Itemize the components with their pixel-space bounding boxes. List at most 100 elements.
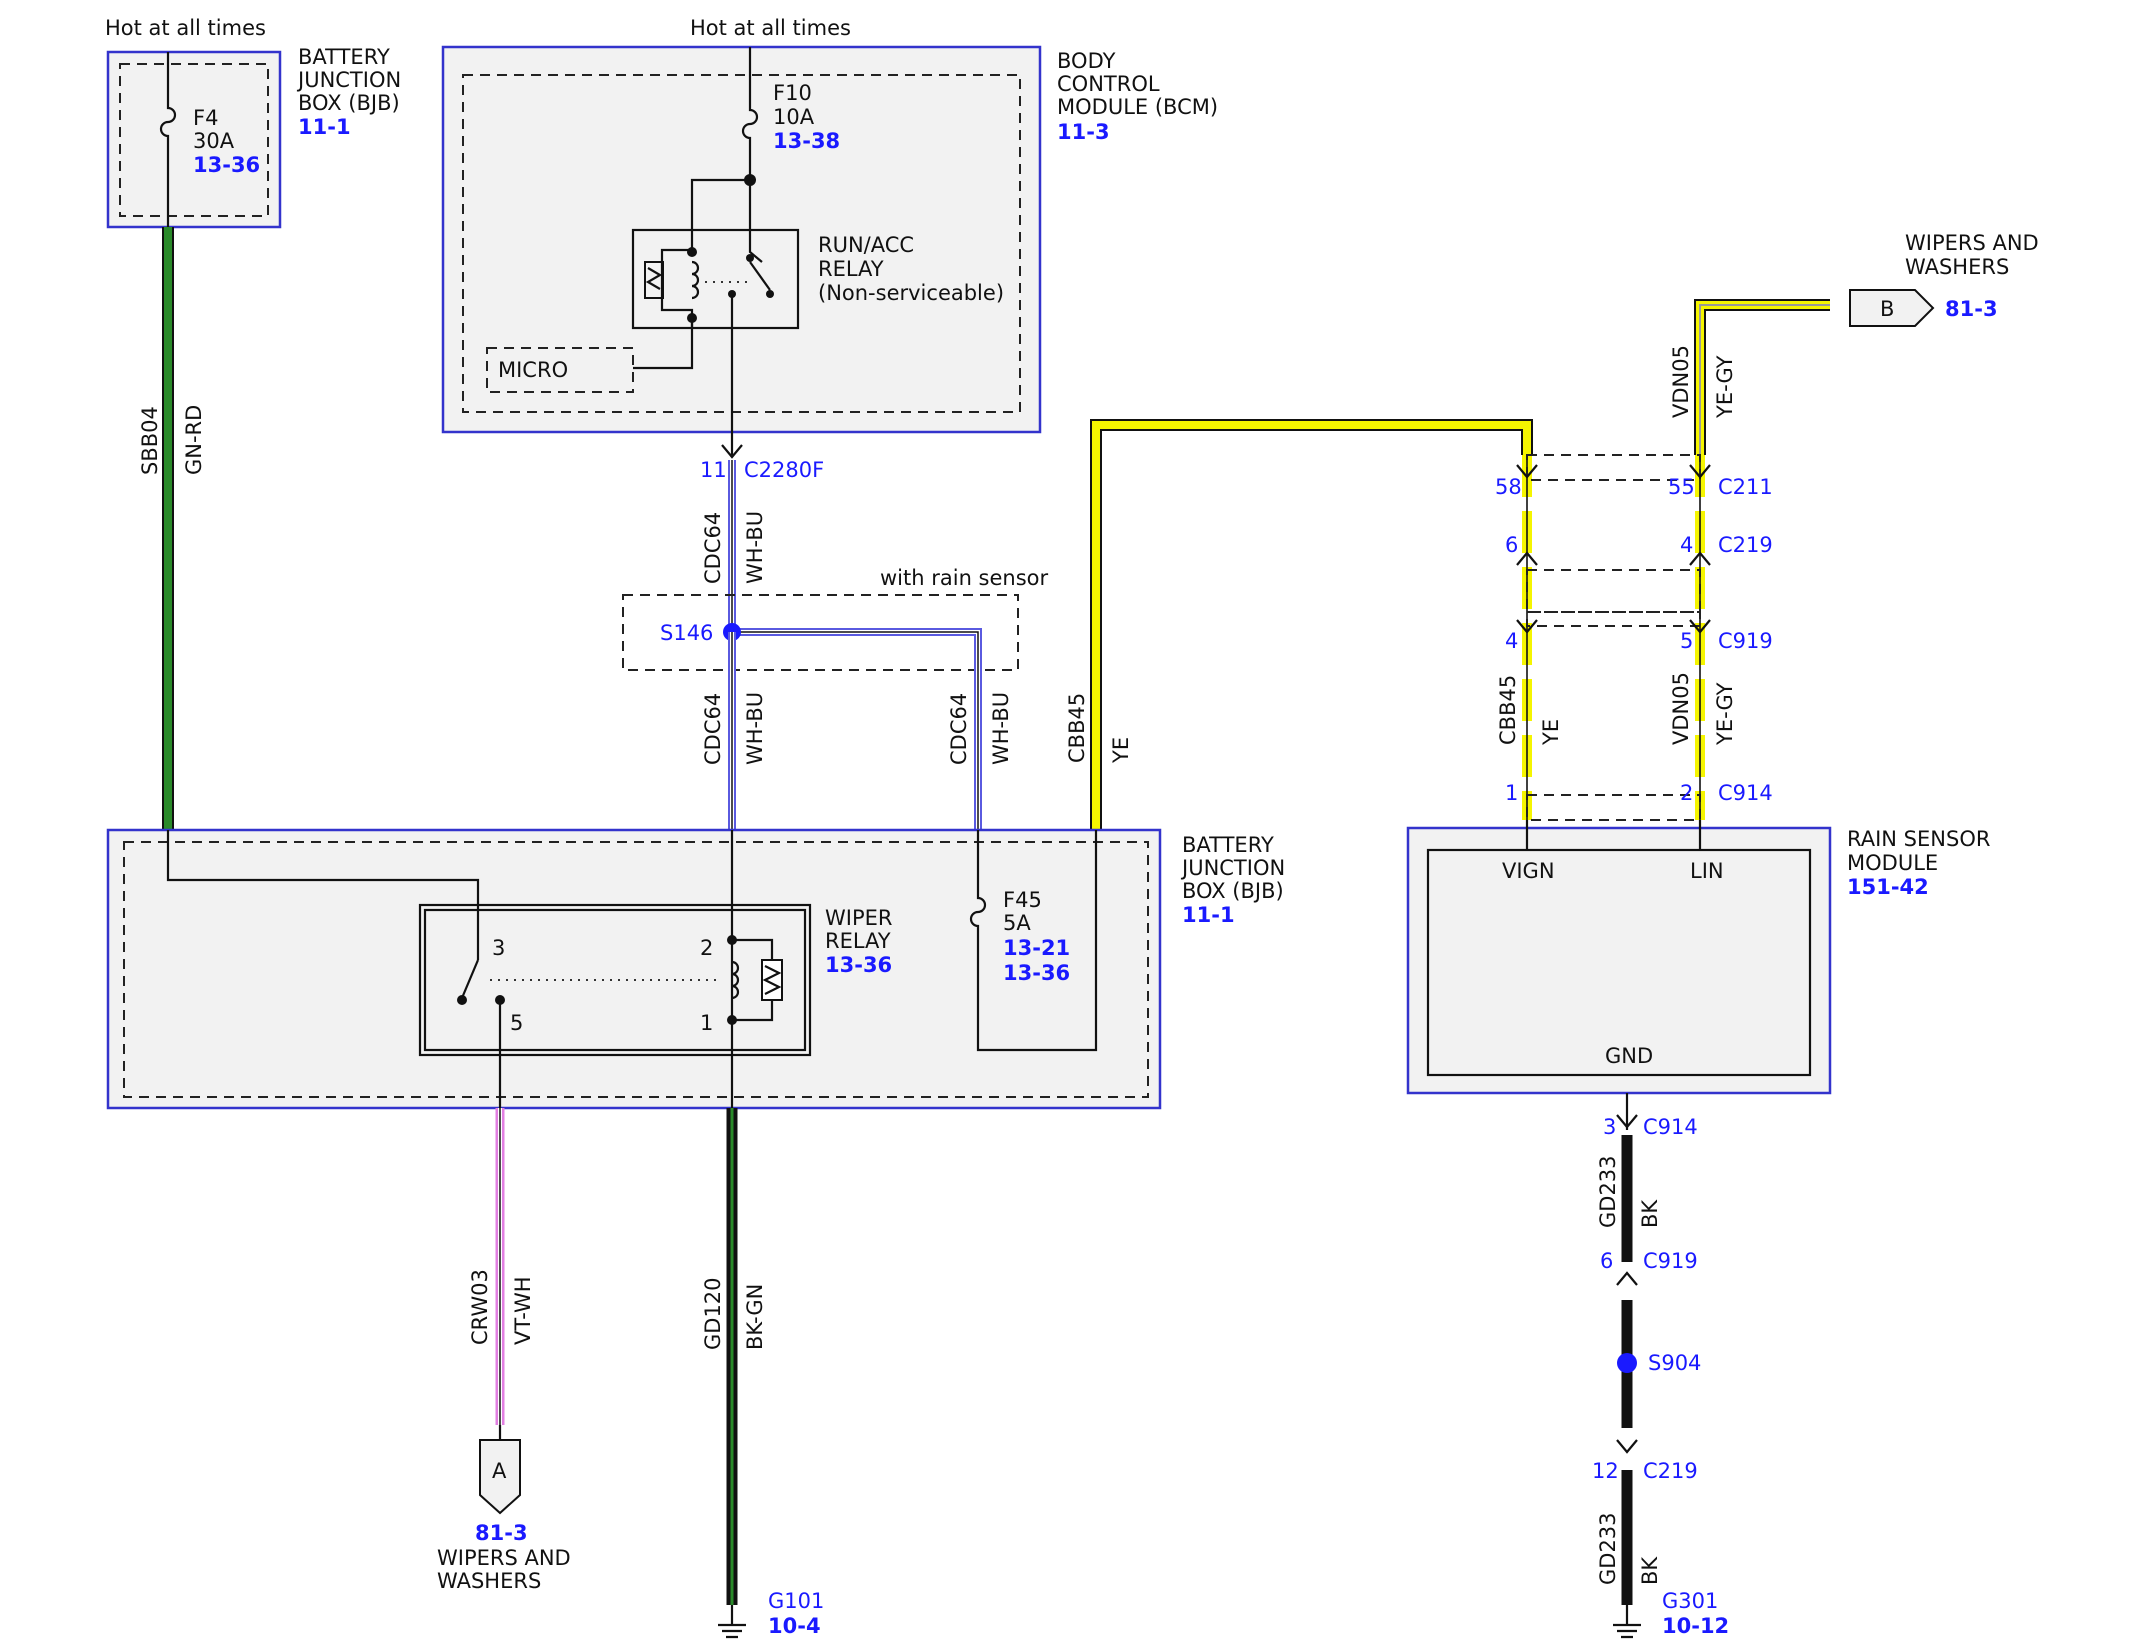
c2280f-name: C2280F — [744, 458, 824, 482]
run-acc-relay-line-2: RELAY — [818, 257, 884, 281]
bjb-bottom-feed — [166, 830, 480, 960]
c919-dashed — [1526, 611, 1701, 627]
gnd-c919-name: C919 — [1643, 1249, 1698, 1273]
bcm-name-3: MODULE (BCM) — [1057, 95, 1218, 119]
gnd-c219-name: C219 — [1643, 1459, 1698, 1483]
cbb45-right-color: YE — [1539, 719, 1563, 746]
f10-fuse-wire — [741, 47, 759, 180]
wiper-pin-1: 1 — [700, 1011, 713, 1035]
wiper-relay-coil — [761, 959, 783, 1001]
c219-name: C219 — [1718, 533, 1773, 557]
relay-switch-tip — [766, 290, 774, 298]
bcm-inner — [462, 74, 1021, 413]
cdc64-top-color: WH-BU — [743, 511, 767, 584]
relay-coil-box — [644, 261, 664, 299]
rain-sensor-inner — [1426, 848, 1812, 1077]
connector-a-name-1: WIPERS AND — [437, 1546, 571, 1570]
f10-name: F10 — [773, 81, 812, 105]
vdn05-top-color: YE-GY — [1713, 355, 1737, 419]
bjb-bottom-name-3: BOX (BJB) — [1182, 879, 1284, 903]
c914-gnd-arrow — [1616, 1114, 1638, 1129]
wiper-pin-3: 3 — [492, 936, 505, 960]
bjb-top-name-3: BOX (BJB) — [298, 91, 400, 115]
gnd-c914-pin: 3 — [1603, 1115, 1616, 1139]
rain-sensor-pin-vign: VIGN — [1502, 859, 1555, 883]
f4-rating: 30A — [193, 129, 235, 153]
run-acc-relay-line-1: RUN/ACC — [818, 233, 914, 257]
connector-b-ref: 81-3 — [1945, 297, 1998, 321]
c2280f-pin: 11 — [700, 458, 727, 482]
inline-connectors: 58 55 C211 6 4 C219 4 5 C919 1 2 C914 CB… — [1495, 454, 1773, 821]
gd233-bottom-color: BK — [1638, 1556, 1662, 1585]
wiper-relay-switch — [460, 959, 480, 999]
bjb-bottom-ref: 11-1 — [1182, 903, 1235, 927]
rain-sensor-name-2: MODULE — [1847, 851, 1938, 875]
f45-fuse-wire — [969, 830, 1098, 1052]
c919-pin-right: 5 — [1680, 629, 1693, 653]
bjb-top-ref: 11-1 — [298, 115, 351, 139]
c914-pin-right: 2 — [1680, 781, 1693, 805]
ground-path: 3 C914 GD233 BK 6 C919 S904 12 C219 GD23… — [1592, 1093, 1729, 1639]
cdc64-top-circuit: CDC64 — [701, 512, 725, 584]
c219-arrows — [1516, 551, 1711, 566]
c919-name: C919 — [1718, 629, 1773, 653]
f45-ref-2: 13-36 — [1003, 961, 1070, 985]
c919-gnd-arrow — [1616, 1271, 1638, 1286]
f10-ref: 13-38 — [773, 129, 840, 153]
bcm-box — [441, 45, 1042, 434]
wire-cdc64-lower: CDC64 WH-BU CDC64 WH-BU — [701, 632, 1013, 830]
wiper-relay-coil-zigzag — [762, 965, 782, 995]
c219-pin-right: 4 — [1680, 533, 1693, 557]
connector-a-shape — [479, 1439, 521, 1515]
bjb-top-box — [106, 50, 282, 229]
g101-ground-symbol — [718, 1605, 746, 1639]
rain-sensor-ref: 151-42 — [1847, 875, 1929, 899]
connector-a: A 81-3 WIPERS AND WASHERS — [437, 1439, 571, 1593]
c919-arrows — [1516, 619, 1711, 634]
cdc64-right-circuit: CDC64 — [947, 693, 971, 765]
bjb-top: Hot at all times F4 30A 13-36 BATTERY JU… — [105, 16, 401, 229]
cdc64-left-circuit: CDC64 — [701, 693, 725, 765]
c219-pin-left: 6 — [1505, 533, 1518, 557]
wire-sbb04: SBB04 GN-RD — [138, 227, 206, 830]
relay-coil-winding — [691, 260, 700, 300]
wire-cbb45: CBB45 YE — [1065, 419, 1533, 830]
wiper-pin-2: 2 — [700, 936, 713, 960]
wiper-relay-contact-3 — [457, 995, 467, 1005]
wire-gd120: GD120 BK-GN G101 10-4 — [701, 1108, 824, 1639]
connector-a-ref: 81-3 — [475, 1521, 528, 1545]
connector-a-letter: A — [492, 1459, 507, 1483]
rain-sensor-name-1: RAIN SENSOR — [1847, 827, 1990, 851]
s146-label: S146 — [660, 621, 713, 645]
bcm-hot-label: Hot at all times — [690, 16, 851, 40]
g101-name: G101 — [768, 1589, 824, 1613]
s904-label: S904 — [1648, 1351, 1701, 1375]
cbb45-right-circuit: CBB45 — [1496, 675, 1520, 745]
relay-node-a — [687, 247, 697, 257]
gnd-c919-pin: 6 — [1600, 1249, 1613, 1273]
gd233-bottom-circuit: GD233 — [1596, 1512, 1620, 1585]
g301-name: G301 — [1662, 1589, 1718, 1613]
f10-rating: 10A — [773, 105, 815, 129]
connector-b-letter: B — [1880, 297, 1894, 321]
bcm-ref: 11-3 — [1057, 120, 1110, 144]
crw03-color: VT-WH — [511, 1276, 535, 1345]
wiper-pin-5: 5 — [510, 1011, 523, 1035]
gnd-c219-pin: 12 — [1592, 1459, 1619, 1483]
wiper-relay-box — [418, 903, 812, 1057]
bjb-top-name-1: BATTERY — [298, 45, 390, 69]
c219-gnd-arrow — [1616, 1439, 1638, 1454]
relay-contact-dot — [746, 254, 754, 262]
vdn05-bottom-color: YE-GY — [1713, 682, 1737, 746]
bcm-module: Hot at all times F10 10A 13-38 RUN/ACC R… — [441, 16, 1218, 482]
bcm-name-1: BODY — [1057, 49, 1116, 73]
f45-ref-1: 13-21 — [1003, 936, 1070, 960]
rain-sensor-pin-lin: LIN — [1690, 859, 1724, 883]
wiper-relay-line-2: RELAY — [825, 929, 891, 953]
rain-sensor-module: VIGN LIN GND RAIN SENSOR MODULE 151-42 — [1406, 820, 1990, 1095]
s904-splice — [1617, 1353, 1637, 1373]
c914-name: C914 — [1718, 781, 1773, 805]
connector-a-name-2: WASHERS — [437, 1569, 541, 1593]
c914-dashed — [1526, 794, 1701, 821]
